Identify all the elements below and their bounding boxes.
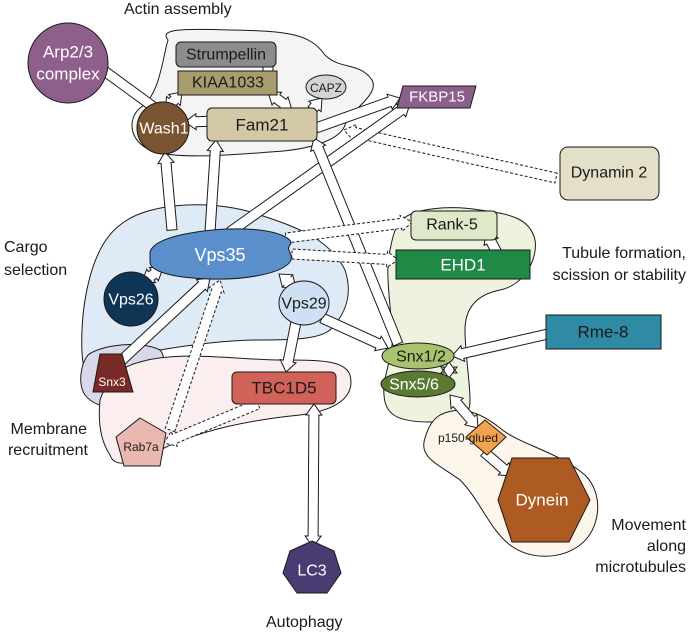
edge-tbc1d5-to-rab7a	[163, 398, 261, 447]
node-dynein-label: Dynein	[516, 491, 569, 510]
node-rab7a-label: Rab7a	[123, 440, 159, 454]
node-arp23-label-1: Arp2/3	[43, 43, 93, 62]
node-snx12[interactable]: Snx1/2	[381, 342, 455, 370]
node-rab7a[interactable]: Rab7a	[115, 417, 167, 467]
node-snx56[interactable]: Snx5/6	[380, 370, 456, 398]
node-fkbp15[interactable]: FKBP15	[396, 85, 477, 109]
edge-vps35-to-wash1	[157, 151, 178, 231]
node-dynamin2[interactable]: Dynamin 2	[559, 146, 660, 201]
node-lc3[interactable]: LC3	[282, 540, 342, 594]
node-snx3[interactable]: Snx3	[92, 353, 134, 393]
node-strumpellin-label: Strumpellin	[186, 47, 266, 64]
node-lc3-label: LC3	[297, 563, 326, 580]
node-kiaa1033[interactable]: KIAA1033	[177, 70, 278, 96]
region-label-cargo-2: selection	[4, 262, 67, 279]
region-label-cargo-1: Cargo	[4, 239, 48, 256]
node-rme8-label: Rme-8	[577, 323, 628, 342]
node-ehd1[interactable]: EHD1	[395, 249, 531, 280]
node-fam21-label: Fam21	[236, 116, 289, 135]
edge-fam21-to-fkbp15	[313, 93, 401, 134]
node-tbc1d5[interactable]: TBC1D5	[231, 371, 337, 405]
node-vps29[interactable]: Vps29	[278, 280, 330, 326]
node-fkbp15-label: FKBP15	[409, 89, 465, 106]
edge-rab7a-to-vps35	[164, 279, 225, 433]
edge-vps29-to-tbc1d5	[279, 320, 302, 373]
region-label-actin: Actin assembly	[124, 1, 232, 18]
node-snx12-label: Snx1/2	[396, 349, 446, 366]
node-vps35[interactable]: Vps35	[149, 228, 292, 280]
region-label-autophagy: Autophagy	[266, 614, 343, 631]
node-rme8[interactable]: Rme-8	[545, 314, 662, 350]
node-wash1[interactable]: Wash1	[136, 101, 190, 155]
node-p150glued[interactable]: p150-glued	[438, 419, 507, 456]
edges-layer	[91, 43, 558, 548]
node-arp23-label-2: complex	[36, 65, 100, 84]
edge-vps35-to-rank5	[284, 214, 413, 244]
node-capz-label: CAPZ	[310, 81, 342, 95]
edge-vps35-to-ehd1	[291, 248, 399, 269]
node-vps29-label: Vps29	[281, 296, 326, 313]
node-arp23[interactable]: Arp2/3 complex	[27, 22, 109, 104]
region-label-tubule-1: Tubule formation,	[562, 245, 686, 262]
node-wash1-label: Wash1	[139, 121, 188, 138]
node-ehd1-label: EHD1	[440, 256, 485, 275]
edge-snx12-to-fam21	[309, 137, 404, 347]
node-snx3-label: Snx3	[98, 375, 126, 389]
edge-vps35-to-fam21	[204, 139, 225, 233]
node-dynein[interactable]: Dynein	[497, 457, 591, 543]
node-capz[interactable]: CAPZ	[305, 74, 347, 100]
region-label-tubule-2: scission or stability	[553, 267, 686, 284]
region-label-movement-1: Movement	[611, 517, 686, 534]
node-vps35-label: Vps35	[194, 245, 245, 265]
node-p150glued-label: p150-glued	[438, 431, 498, 445]
node-strumpellin[interactable]: Strumpellin	[175, 41, 277, 68]
node-dynamin2-label: Dynamin 2	[571, 165, 648, 182]
edge-vps29-to-snx12	[319, 312, 389, 352]
node-kiaa1033-label: KIAA1033	[192, 75, 264, 92]
region-label-membrane-2: recruitment	[8, 442, 89, 459]
edge-dynamin2-to-fam21	[343, 123, 558, 184]
node-snx56-label: Snx5/6	[389, 377, 439, 394]
node-fam21[interactable]: Fam21	[206, 107, 318, 142]
node-vps26[interactable]: Vps26	[103, 271, 159, 327]
node-tbc1d5-label: TBC1D5	[251, 379, 316, 398]
region-label-movement-2: along	[647, 538, 686, 555]
node-rank5[interactable]: Rank-5	[410, 210, 498, 241]
node-rank5-label: Rank-5	[426, 217, 478, 234]
edge-lc3-to-tbc1d5	[304, 403, 323, 548]
region-label-movement-3: microtubules	[595, 559, 686, 576]
node-vps26-label: Vps26	[108, 292, 153, 309]
edge-rme8-to-snx12	[451, 328, 550, 363]
region-label-membrane-1: Membrane	[11, 421, 88, 438]
